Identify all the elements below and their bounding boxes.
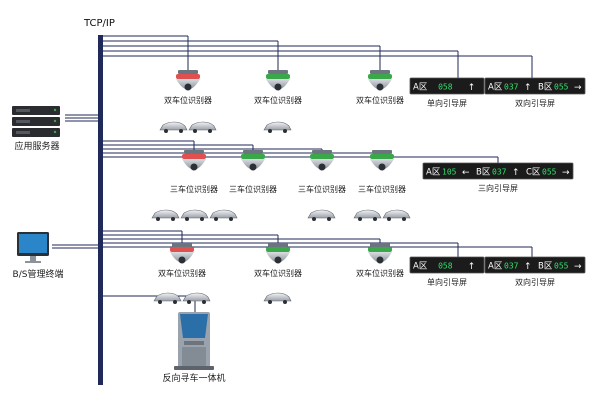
camera-label: 双车位识别器 — [164, 96, 212, 105]
arrow-icon: → — [574, 83, 582, 93]
guide-screen: A区 058 ↑ — [409, 77, 485, 95]
camera-icon — [266, 243, 290, 264]
status-light — [176, 74, 200, 79]
arrow-icon: → — [562, 168, 570, 178]
zone-count: 055 — [554, 83, 569, 92]
zone-name: A区 — [413, 262, 428, 272]
screen-label: 双向引导屏 — [515, 99, 555, 108]
car-icon — [153, 292, 182, 304]
client-label: B/S管理终端 — [12, 270, 64, 280]
camera-icon — [368, 243, 392, 264]
zone-count: 055 — [542, 168, 557, 177]
camera-icon — [368, 70, 392, 91]
zone-name: A区 — [413, 83, 428, 93]
server-label: 应用服务器 — [14, 142, 60, 152]
camera-label: 三车位识别器 — [358, 185, 406, 194]
server-connector — [65, 114, 98, 122]
camera-label: 双车位识别器 — [356, 269, 404, 278]
car-icon — [263, 292, 292, 304]
car-icon — [263, 121, 292, 133]
network-label: TCP/IP — [84, 18, 115, 29]
zone-count: 037 — [504, 83, 519, 92]
zone-count: 058 — [438, 262, 453, 271]
status-light — [266, 247, 290, 252]
camera-icon — [241, 150, 265, 171]
kiosk-label: 反向寻车一体机 — [162, 374, 226, 384]
status-light — [370, 154, 394, 159]
zone-name: B区 — [476, 168, 491, 178]
car-icon — [159, 121, 188, 133]
camera-icon — [182, 150, 206, 171]
arrow-icon: ← — [462, 168, 470, 178]
zone-name: B区 — [538, 83, 553, 93]
zone-count: 037 — [504, 262, 519, 271]
guide-screen: A区 058 ↑ — [409, 256, 485, 274]
screen-label: 单向引导屏 — [427, 99, 467, 108]
status-light — [368, 247, 392, 252]
zone-name: C区 — [526, 168, 541, 178]
screen-label: 单向引导屏 — [427, 278, 467, 287]
camera-icon — [310, 150, 334, 171]
car-icon — [307, 209, 336, 221]
camera-icon — [266, 70, 290, 91]
camera-icon — [176, 70, 200, 91]
camera-icon — [170, 243, 194, 264]
zone-name: B区 — [538, 262, 553, 272]
camera-label: 三车位识别器 — [229, 185, 277, 194]
car-icon — [180, 209, 209, 221]
camera-label: 三车位识别器 — [298, 185, 346, 194]
kiosk-icon — [174, 312, 214, 370]
zone-count: 037 — [492, 168, 507, 177]
car-icon — [209, 209, 238, 221]
arrow-icon: → — [574, 262, 582, 272]
zone-count: 055 — [554, 262, 569, 271]
car-icon — [182, 292, 211, 304]
camera-label: 三车位识别器 — [170, 185, 218, 194]
car-icon — [188, 121, 217, 133]
status-light — [170, 247, 194, 252]
client-connector — [52, 244, 98, 249]
zone-count: 058 — [438, 83, 453, 92]
camera-label: 双车位识别器 — [158, 269, 206, 278]
status-light — [182, 154, 206, 159]
arrow-icon: ↑ — [524, 262, 532, 272]
zone-name: A区 — [488, 83, 503, 93]
monitor-icon — [17, 232, 49, 263]
car-icon — [353, 209, 382, 221]
arrow-icon: ↑ — [524, 83, 532, 93]
kiosk-connector — [103, 295, 196, 312]
zone-name: A区 — [426, 168, 441, 178]
status-light — [266, 74, 290, 79]
car-icon — [382, 209, 411, 221]
status-light — [310, 154, 334, 159]
arrow-icon: ↑ — [512, 168, 520, 178]
arrow-icon: ↑ — [468, 83, 476, 93]
status-light — [368, 74, 392, 79]
screen-label: 双向引导屏 — [515, 278, 555, 287]
server-icon — [12, 106, 60, 137]
camera-icon — [370, 150, 394, 171]
camera-label: 双车位识别器 — [356, 96, 404, 105]
zone-name: A区 — [488, 262, 503, 272]
car-icon — [151, 209, 180, 221]
status-light — [241, 154, 265, 159]
camera-label: 双车位识别器 — [254, 269, 302, 278]
zone-count: 105 — [442, 168, 457, 177]
screen-label: 三向引导屏 — [478, 184, 518, 193]
arrow-icon: ↑ — [468, 262, 476, 272]
tcpip-bus — [98, 35, 103, 385]
camera-label: 双车位识别器 — [254, 96, 302, 105]
